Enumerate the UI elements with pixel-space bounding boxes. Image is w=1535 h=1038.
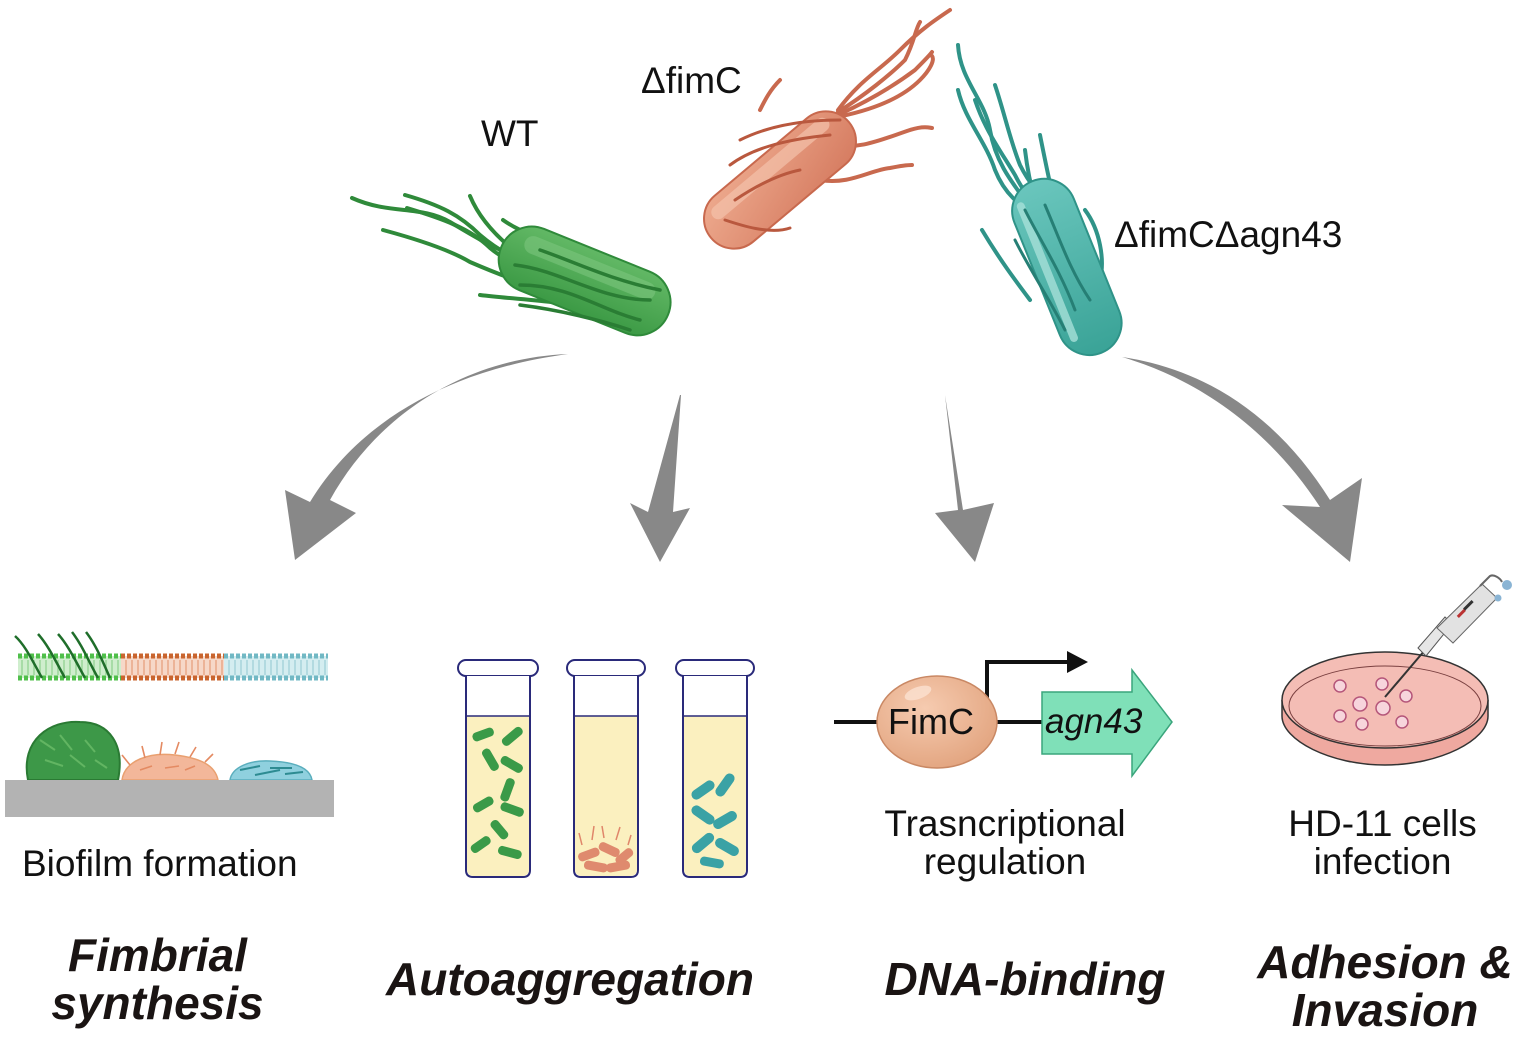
fimc-mutant-bacterium-icon — [703, 8, 952, 250]
pipette-icon — [1384, 574, 1512, 698]
caption-hd11-line2: infection — [1313, 841, 1452, 882]
strain-label-fimc-agn43: ΔfimCΔagn43 — [1114, 214, 1343, 255]
biofilm-clusters — [25, 720, 313, 781]
agn43-gene-label: agn43 — [1045, 702, 1143, 741]
wt-bacterium-icon — [350, 193, 672, 337]
heading-dna-binding: DNA-binding — [884, 953, 1166, 1005]
flow-arrows — [285, 354, 1362, 562]
petri-dish-icon — [1281, 651, 1489, 766]
heading-autoaggregation: Autoaggregation — [386, 953, 754, 1005]
test-tube-wt — [457, 659, 539, 878]
heading-adhesion-line1: Adhesion & — [1257, 936, 1513, 988]
dna-binding-schematic — [834, 651, 1173, 779]
heading-fimbrial-line1: Fimbrial — [68, 929, 247, 981]
strain-label-fimc: ΔfimC — [641, 60, 742, 101]
arrow-to-dna-binding — [935, 395, 994, 562]
caption-hd11-line1: HD-11 cells — [1288, 803, 1477, 844]
membrane-strip — [14, 631, 328, 681]
fimc-protein-label: FimC — [888, 701, 974, 742]
arrow-to-autoaggregation — [630, 395, 690, 562]
test-tube-fimc — [566, 659, 646, 878]
transcription-start-arrow — [985, 660, 1070, 707]
strain-label-wt: WT — [481, 113, 539, 154]
test-tube-double-mutant — [675, 659, 755, 878]
curved-arrow-to-biofilm — [285, 354, 568, 560]
heading-adhesion-line2: Invasion — [1291, 984, 1479, 1036]
caption-biofilm-formation: Biofilm formation — [22, 843, 298, 884]
fimc-agn43-double-mutant-bacterium-icon — [956, 43, 1123, 357]
curved-arrow-to-infection — [1122, 357, 1362, 562]
agn43-gene-arrow — [1041, 667, 1173, 779]
heading-fimbrial-line2: synthesis — [51, 977, 264, 1029]
caption-transcriptional-line2: regulation — [923, 841, 1087, 882]
caption-transcriptional-line1: Trasncriptional — [884, 803, 1126, 844]
surface-substrate — [5, 780, 334, 817]
